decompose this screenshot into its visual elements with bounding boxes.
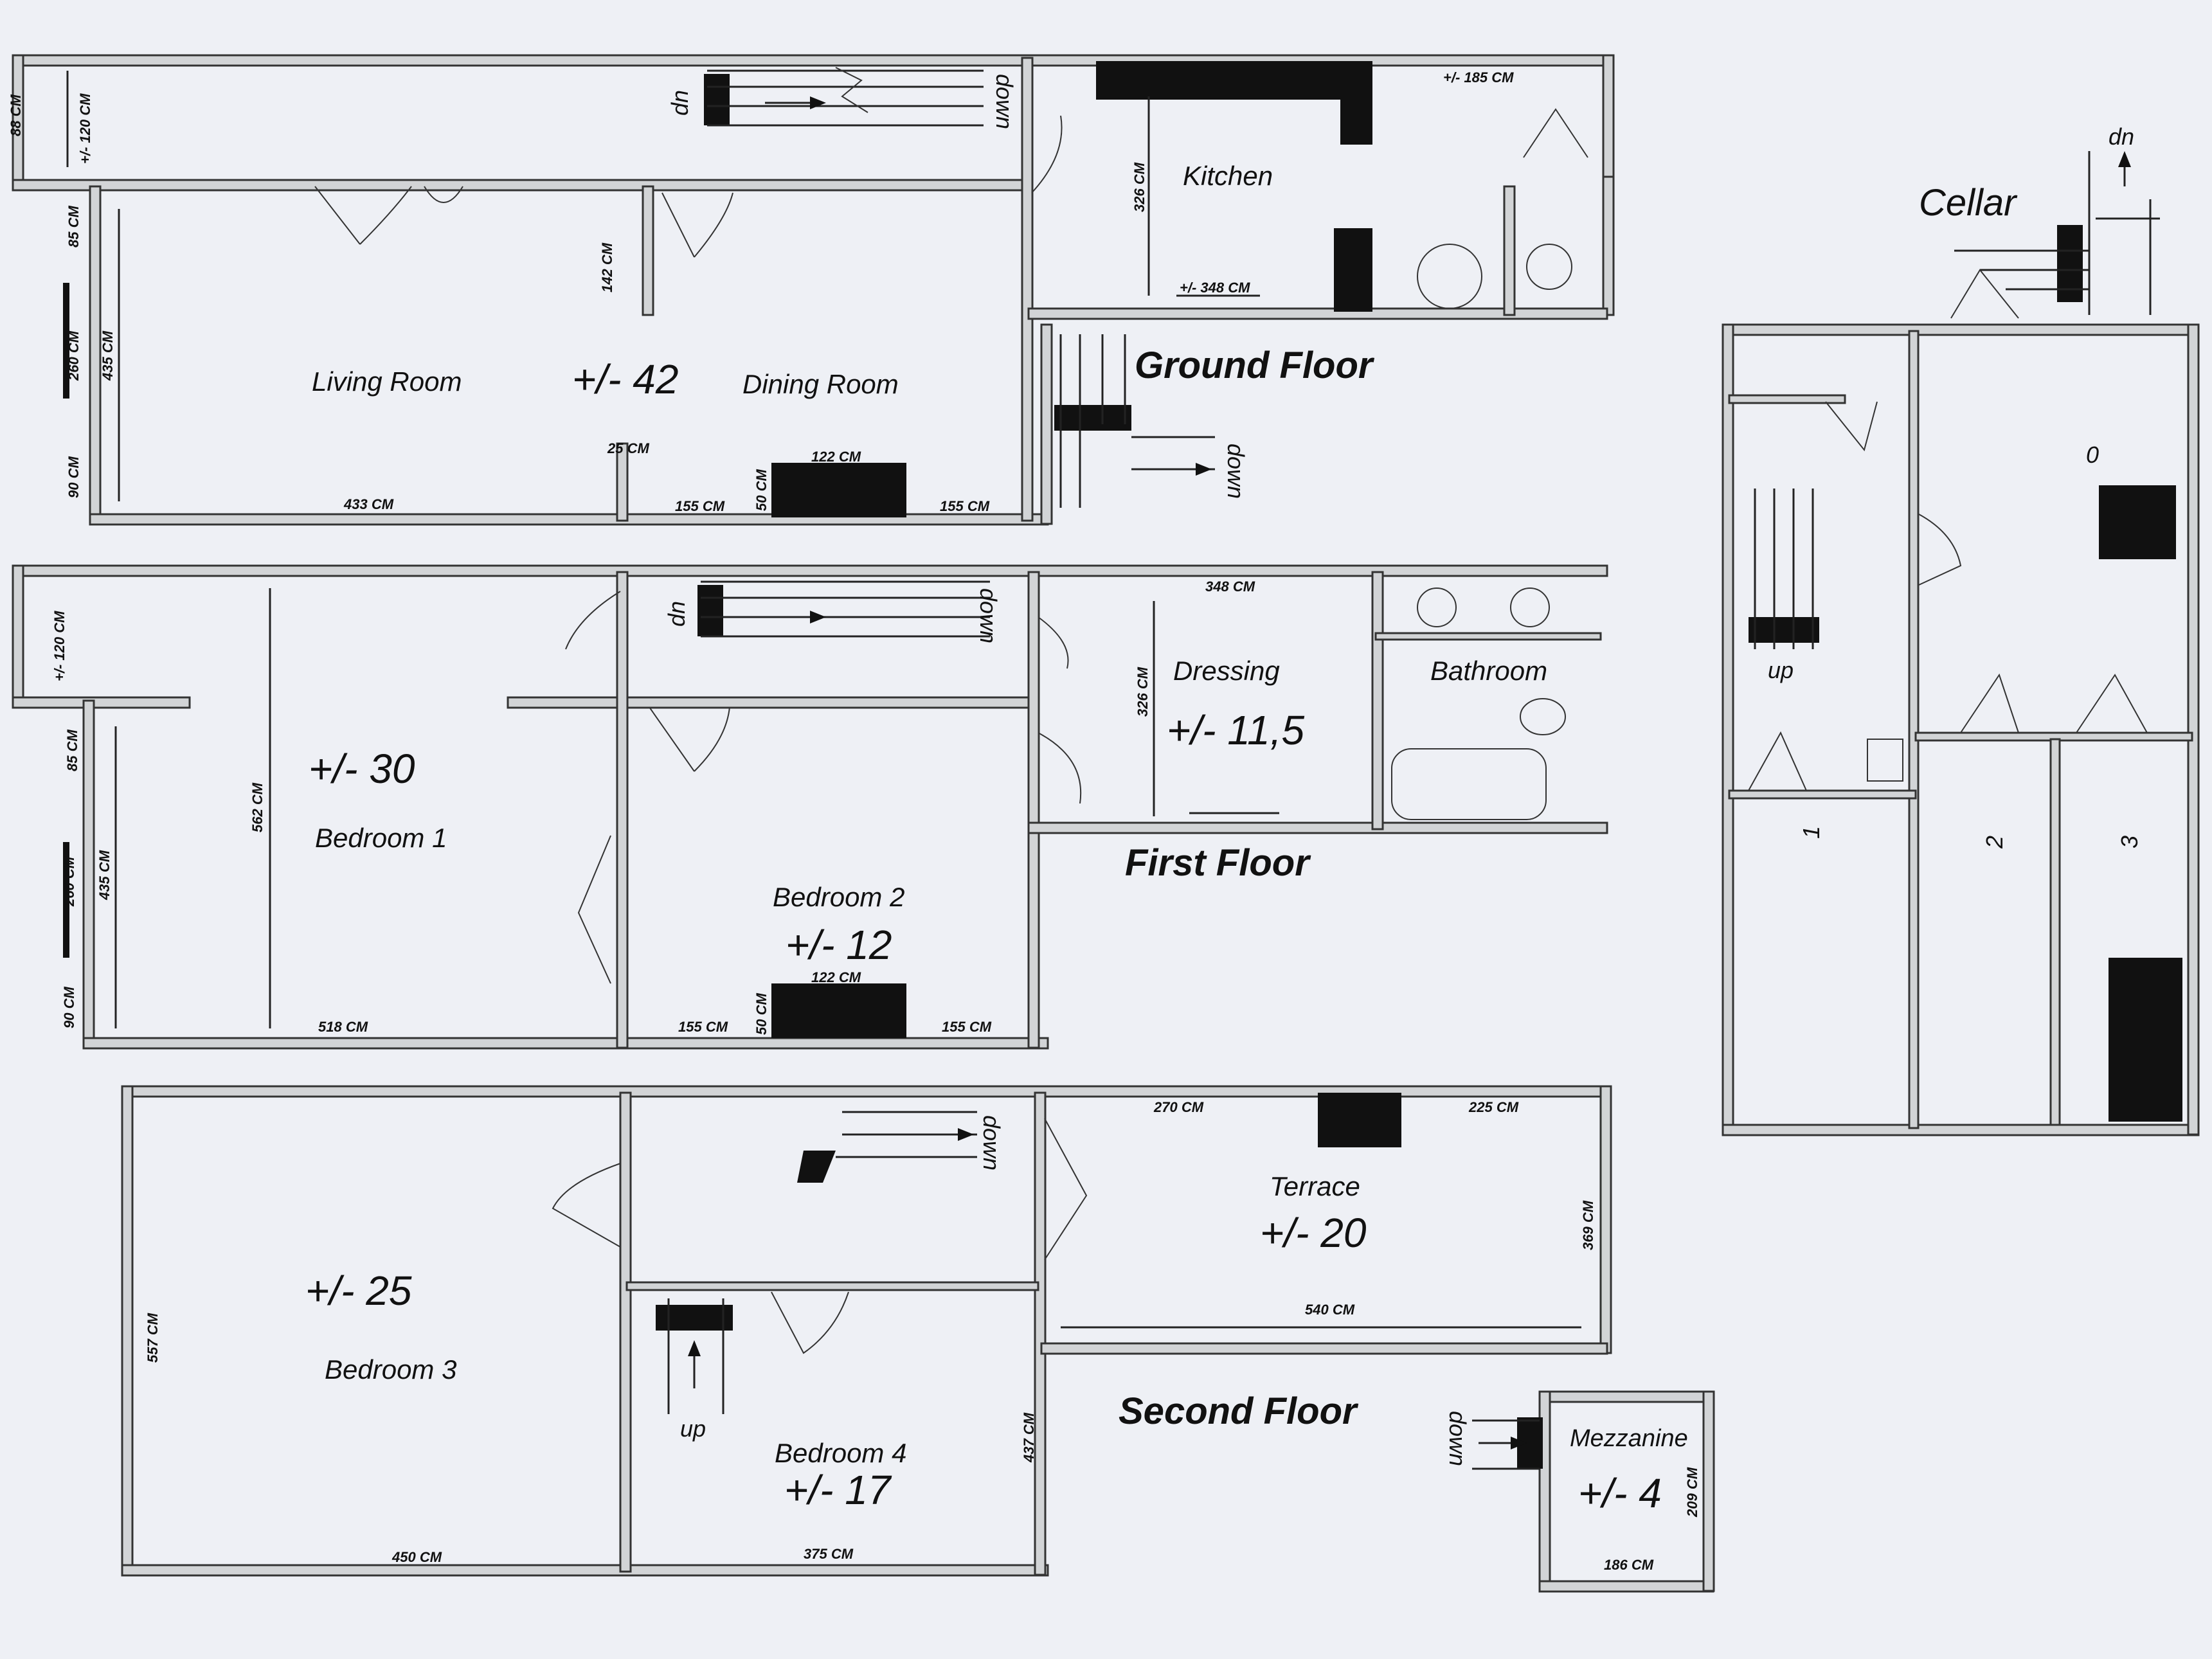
bedroom4-area: +/- 17 (784, 1467, 892, 1513)
stair-up-cellar: up (1768, 657, 1794, 683)
dim-348: +/- 348 CM (1180, 280, 1250, 296)
dim-260: 260 CM (66, 330, 82, 381)
washbasin-left (1417, 587, 1457, 627)
mezzanine-label: Mezzanine (1570, 1425, 1688, 1452)
dim-90: 90 CM (66, 456, 82, 498)
cellar-room-3: 3 (2116, 836, 2143, 848)
dim-f-155-b: 155 CM (942, 1019, 992, 1035)
kitchen-label: Kitchen (1183, 161, 1273, 191)
dim-185: +/- 185 CM (1443, 69, 1514, 85)
living-room-label: Living Room (312, 366, 462, 397)
ground-floor-plan (12, 54, 1615, 526)
dim-s-437: 437 CM (1021, 1412, 1037, 1463)
dim-f-435: 435 CM (96, 850, 112, 901)
dim-s-450: 450 CM (391, 1549, 442, 1565)
stair-down-cellar: down (1223, 444, 1249, 499)
bedroom4-label: Bedroom 4 (775, 1438, 906, 1468)
cellar-pillar-bottom (2109, 958, 2182, 1122)
mezzanine-area: +/- 4 (1578, 1470, 1662, 1516)
cellar-title: Cellar (1919, 182, 2018, 224)
dim-f-562: 562 CM (249, 782, 265, 832)
terrace-label: Terrace (1270, 1171, 1360, 1201)
dim-f-260: 260 CM (61, 856, 77, 907)
sink (1417, 244, 1482, 309)
bedroom3-area: +/- 25 (305, 1268, 412, 1314)
stove (1334, 228, 1372, 312)
dim-50: 50 CM (753, 469, 769, 511)
dim-f-155-a: 155 CM (678, 1019, 728, 1035)
dim-25: 25 CM (607, 440, 649, 456)
bedroom2-area: +/- 12 (786, 922, 892, 968)
dim-f-120: +/- 120 CM (51, 611, 67, 681)
stair-down-second: down (978, 1115, 1005, 1170)
dim-s-369: 369 CM (1580, 1200, 1596, 1250)
stair-dn-first: dn (663, 601, 690, 627)
stair-down-first: down (975, 588, 1002, 643)
cellar-room-1: 1 (1798, 826, 1824, 839)
cellar-plan (1722, 151, 2200, 1136)
dim-88: 88 CM (8, 94, 24, 136)
dim-m-209: 209 CM (1684, 1467, 1700, 1518)
ground-area-label: +/- 42 (572, 356, 678, 402)
stair-dn-ground: dn (667, 90, 693, 116)
dressing-area: +/- 11,5 (1167, 707, 1304, 753)
dim-f-518: 518 CM (318, 1019, 368, 1035)
ground-floor-title: Ground Floor (1135, 345, 1375, 386)
dim-433: 433 CM (343, 496, 394, 512)
fireplace (771, 463, 906, 517)
first-floor-plan (12, 564, 1608, 1050)
dim-155-a: 155 CM (675, 498, 725, 514)
second-floor-plan (121, 1085, 1612, 1577)
dim-s-375: 375 CM (804, 1546, 854, 1562)
dim-435: 435 CM (100, 330, 116, 381)
washbasin-right (1510, 587, 1550, 627)
terrace-area: +/- 20 (1260, 1210, 1367, 1256)
dim-f-85: 85 CM (64, 730, 80, 771)
dim-f-50: 50 CM (753, 993, 769, 1035)
bathroom-label: Bathroom (1430, 656, 1547, 686)
terrace-chimney (1318, 1093, 1401, 1147)
dim-f-122: 122 CM (811, 969, 861, 985)
dim-s-540: 540 CM (1305, 1302, 1355, 1318)
stair-down-ground: down (991, 74, 1018, 129)
dim-f-348: 348 CM (1205, 578, 1255, 595)
boiler (1867, 739, 1903, 782)
second-floor-title: Second Floor (1119, 1390, 1359, 1432)
dim-s-270: 270 CM (1153, 1099, 1204, 1115)
toilet-first-floor (1520, 698, 1566, 735)
cellar-room-0: 0 (2086, 442, 2099, 468)
dim-122: 122 CM (811, 449, 861, 465)
dim-326: 326 CM (1131, 162, 1147, 212)
dim-85: 85 CM (66, 206, 82, 247)
kitchen-counter (1096, 61, 1372, 100)
dim-f-90: 90 CM (61, 987, 77, 1028)
stair-up-second: up (680, 1415, 706, 1442)
mezzanine-plan (1472, 1390, 1715, 1593)
dim-f-326: 326 CM (1135, 667, 1151, 717)
bedroom1-area: +/- 30 (309, 746, 415, 792)
toilet (1526, 244, 1572, 290)
dressing-label: Dressing (1173, 656, 1280, 686)
dim-142: 142 CM (599, 242, 615, 292)
dim-120: +/- 120 CM (77, 93, 93, 164)
fireplace-first-floor (771, 983, 906, 1038)
cellar-pillar-top (2099, 485, 2176, 559)
dim-m-186: 186 CM (1604, 1557, 1654, 1573)
cellar-room-2: 2 (1981, 836, 2008, 849)
dim-155-b: 155 CM (940, 498, 990, 514)
bathtub (1391, 748, 1547, 820)
bedroom1-label: Bedroom 1 (315, 823, 447, 853)
bedroom2-label: Bedroom 2 (773, 882, 904, 912)
stair-down-mezzanine: down (1444, 1411, 1471, 1466)
stair-dn-cellar: dn (2109, 123, 2134, 150)
bedroom3-label: Bedroom 3 (325, 1354, 456, 1385)
dim-s-225: 225 CM (1468, 1099, 1519, 1115)
first-floor-title: First Floor (1125, 842, 1311, 884)
dining-room-label: Dining Room (742, 369, 899, 399)
dim-s-557: 557 CM (145, 1313, 161, 1363)
